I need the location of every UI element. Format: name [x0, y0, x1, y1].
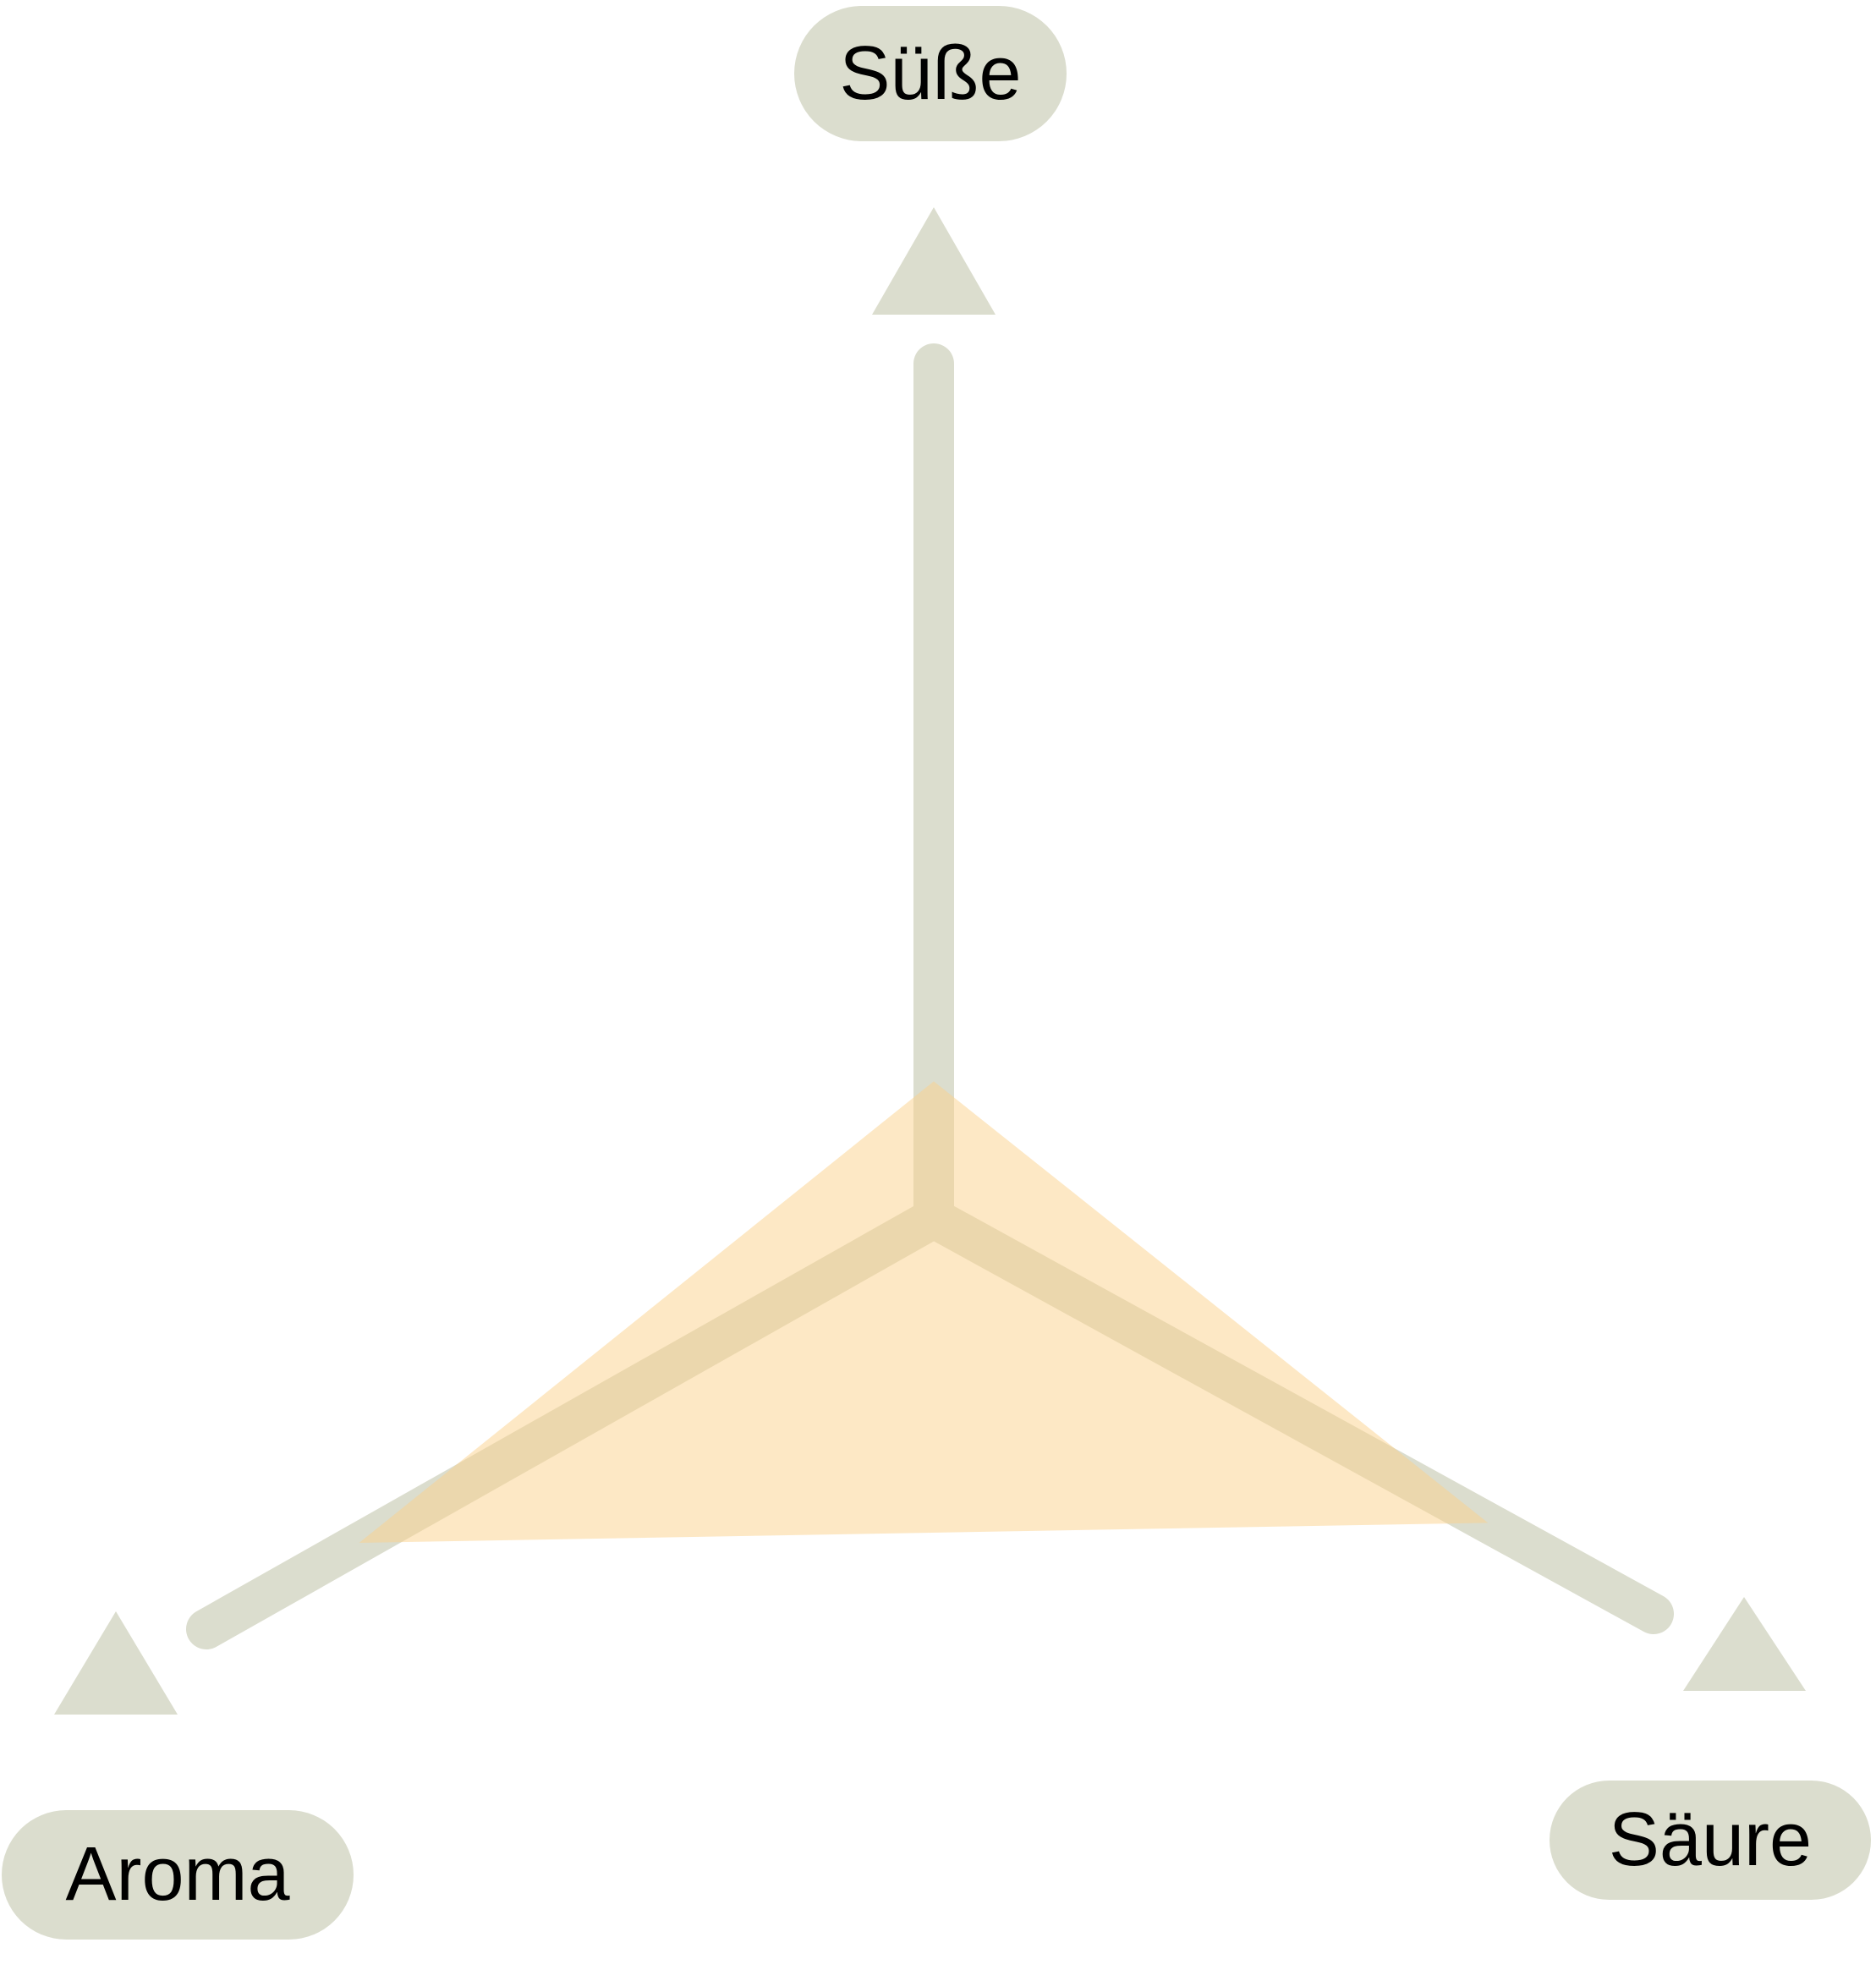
data-polygon [359, 1081, 1489, 1543]
axis-label-text: Süße [839, 30, 1022, 116]
axis-label-suesse: Süße [794, 6, 1067, 141]
arrow-icon-suesse [872, 207, 996, 315]
axis-label-text: Säure [1608, 1797, 1813, 1882]
arrow-icon-saeure [1683, 1597, 1806, 1691]
arrow-icon-aroma [54, 1611, 178, 1715]
axis-label-saeure: Säure [1550, 1781, 1871, 1900]
axis-label-aroma: Aroma [2, 1810, 354, 1940]
axis-label-text: Aroma [65, 1832, 290, 1917]
